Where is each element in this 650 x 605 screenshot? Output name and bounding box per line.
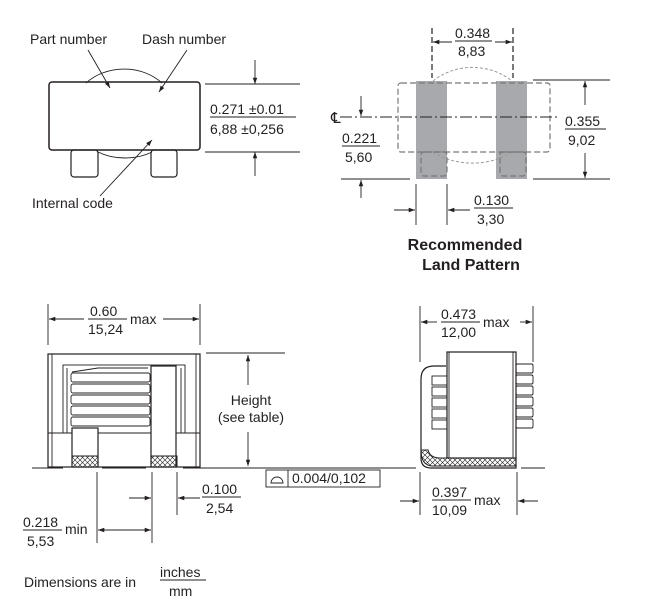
- coplanarity-frame: [265, 469, 381, 488]
- body-height-inches: 0.271 ±0.01: [210, 101, 284, 117]
- overall-height-inches: 0.355: [565, 113, 600, 129]
- top-view-terminal-left: [70, 149, 99, 178]
- top-view-core-arc-top: [85, 68, 163, 84]
- pad-width-inches: 0.130: [474, 192, 509, 208]
- front-core-window: [62, 364, 186, 434]
- units-note-inches: inches: [160, 564, 200, 580]
- front-width-suffix: max: [130, 311, 156, 327]
- land-core-outline-bottom: [432, 151, 513, 164]
- side-bottom-width-suffix: max: [474, 492, 500, 508]
- centerline-offset-inches: 0.221: [342, 130, 377, 146]
- part-number-label: Part number: [30, 31, 107, 47]
- pad-width-mm: 3,30: [477, 211, 504, 227]
- overall-height-mm: 9,02: [568, 132, 595, 148]
- dash-number-leader: [158, 49, 188, 93]
- pad-spacing-inches: 0.348: [455, 25, 490, 41]
- terminal-width-mm: 2,54: [206, 500, 233, 516]
- centerline-symbol: ℄: [330, 110, 341, 127]
- side-top-width-suffix: max: [483, 314, 509, 330]
- front-body-outer: [47, 353, 201, 468]
- land-pattern: ℄ 0.348 8,83 0.355 9,02 0.221 5,60 0.130…: [330, 25, 610, 274]
- front-solder-left: [71, 455, 99, 468]
- terminal-spacing-inches: 0.218: [23, 514, 58, 530]
- side-bottom-width-mm: 10,09: [432, 502, 467, 518]
- front-terminal-right: [150, 365, 177, 468]
- part-number-leader: [87, 49, 111, 89]
- land-terminal-outline-right: [499, 151, 527, 177]
- side-top-width-mm: 12,00: [441, 324, 476, 340]
- front-view: 0.60 15,24 max Height (see table): [23, 303, 416, 549]
- land-core-outline-top: [432, 66, 513, 82]
- body-height-mm: 6,88 ±0,256: [210, 121, 284, 137]
- coplanarity-value: 0.004/0,102: [292, 470, 366, 486]
- terminal-spacing-suffix: min: [65, 521, 88, 537]
- units-note: Dimensions are in inches mm: [24, 564, 206, 599]
- side-view: 0.473 12,00 max 0.397 10,: [400, 306, 545, 518]
- units-note-text: Dimensions are in: [24, 574, 136, 590]
- side-winding-right: [515, 363, 534, 429]
- land-pad-right: [496, 81, 527, 179]
- land-terminal-outline-left: [420, 151, 448, 177]
- front-width-inches: 0.60: [90, 303, 117, 319]
- height-label-line1: Height: [231, 392, 272, 408]
- side-winding-left: [431, 375, 448, 430]
- height-label-line2: (see table): [218, 409, 284, 425]
- land-pad-left: [416, 81, 447, 179]
- internal-code-leader: [99, 139, 153, 197]
- side-bottom-width-inches: 0.397: [432, 484, 467, 500]
- land-pattern-title-line2: Land Pattern: [422, 257, 520, 274]
- terminal-width-inches: 0.100: [202, 481, 237, 497]
- profile-symbol-icon: [270, 476, 284, 484]
- top-view: Part number Dash number Internal code 0.…: [30, 31, 300, 211]
- top-view-terminal-right: [150, 149, 178, 178]
- terminal-spacing-mm: 5,53: [27, 533, 54, 549]
- side-terminal-clip: [420, 365, 517, 469]
- dash-number-label: Dash number: [142, 31, 226, 47]
- front-solder-right: [150, 455, 178, 468]
- side-top-width-inches: 0.473: [441, 306, 476, 322]
- centerline-offset-mm: 5,60: [345, 149, 372, 165]
- pad-spacing-mm: 8,83: [458, 43, 485, 59]
- internal-code-label: Internal code: [32, 195, 113, 211]
- front-width-mm: 15,24: [88, 321, 123, 337]
- units-note-mm: mm: [169, 583, 192, 599]
- front-winding: [70, 367, 151, 427]
- land-pattern-title-line1: Recommended: [408, 237, 523, 254]
- top-view-body: [48, 81, 201, 151]
- side-body: [446, 351, 517, 459]
- top-view-core-arc-bottom: [97, 151, 153, 159]
